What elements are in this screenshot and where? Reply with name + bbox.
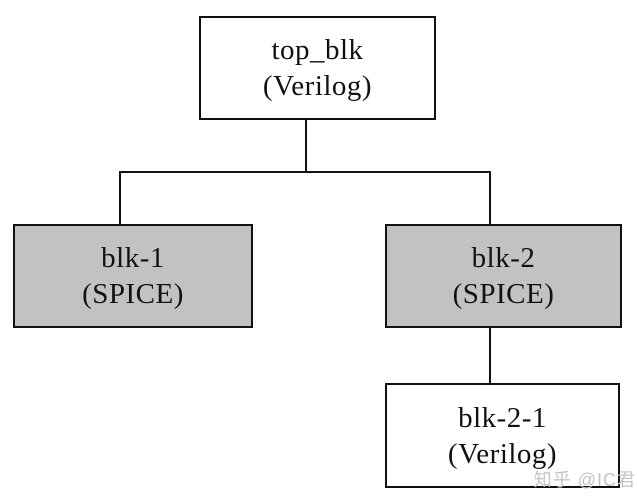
- edge-horizontal-rail: [119, 171, 491, 173]
- zhihu-watermark: 知乎 @IC君: [533, 470, 636, 490]
- node-blk-2-sublabel: (SPICE): [452, 278, 555, 310]
- node-blk-2-1-label: blk-2-1: [458, 401, 547, 434]
- edge-drop-to-blk1: [119, 171, 121, 224]
- node-blk-2-label: blk-2: [471, 242, 536, 274]
- edge-topblk-stem: [305, 120, 307, 172]
- node-blk-1-label: blk-1: [101, 242, 165, 274]
- node-blk-2-1-sublabel: (Verilog): [447, 437, 558, 470]
- edge-blk2-to-blk21: [489, 328, 491, 383]
- node-blk-1-sublabel: (SPICE): [82, 278, 184, 310]
- node-blk-1: blk-1 (SPICE): [13, 224, 253, 328]
- node-top-blk-sublabel: (Verilog): [262, 70, 373, 102]
- node-top-blk: top_blk (Verilog): [199, 16, 436, 120]
- edge-drop-to-blk2: [489, 171, 491, 224]
- node-blk-2: blk-2 (SPICE): [385, 224, 622, 328]
- node-blk-2-1: blk-2-1 (Verilog): [385, 383, 620, 488]
- node-top-blk-label: top_blk: [271, 34, 364, 66]
